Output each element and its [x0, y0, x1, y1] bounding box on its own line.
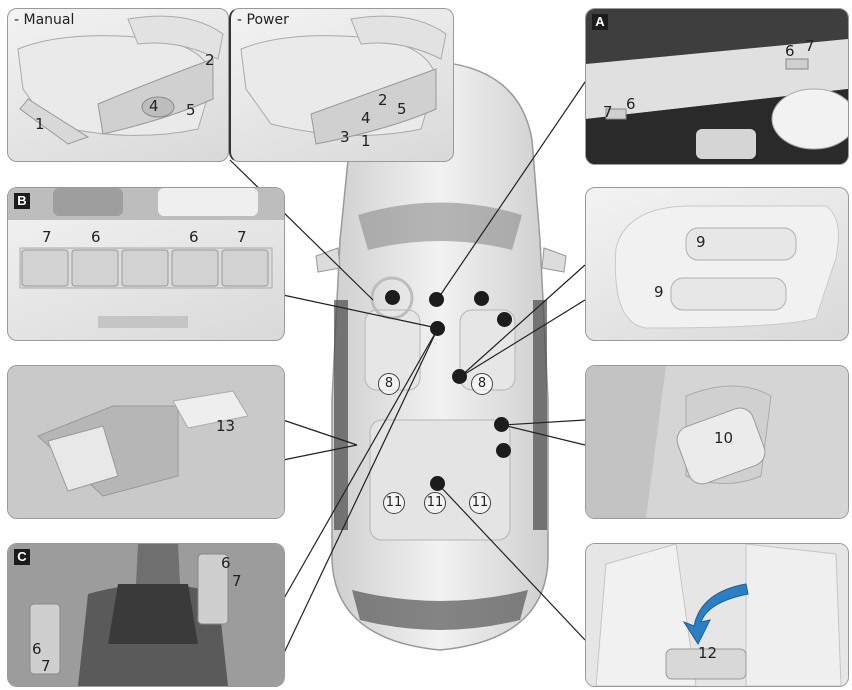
callout-6: 6	[626, 97, 636, 112]
panel-tag-b: B	[14, 193, 30, 209]
line-handle	[503, 420, 585, 425]
panel-title-power: - Power	[237, 12, 289, 28]
callout-4: 4	[149, 99, 159, 114]
line-handle-2	[503, 425, 585, 445]
marker-dot	[497, 312, 512, 327]
callout-5: 5	[186, 103, 196, 118]
marker-dot	[430, 476, 445, 491]
callout-2: 2	[378, 93, 388, 108]
marker-dot	[474, 291, 489, 306]
callout-7: 7	[42, 230, 52, 245]
panel-a-center-console: A 6 7 7 6	[585, 8, 849, 165]
window-switch-illustration	[8, 366, 284, 518]
panel-power-seat: - Power 1 2 3 4 5	[229, 8, 454, 162]
armrest-illustration	[586, 544, 848, 686]
callout-7: 7	[232, 574, 242, 589]
callout-3: 3	[340, 130, 350, 145]
marker-dot	[494, 417, 509, 432]
marker-dot	[429, 292, 444, 307]
callout-8: 8	[471, 373, 493, 395]
panel-manual-seat: - Manual 1 2 4 5	[7, 8, 229, 162]
marker-dot	[496, 443, 511, 458]
callout-5: 5	[397, 102, 407, 117]
marker-dot	[430, 321, 445, 336]
callout-10: 10	[714, 431, 733, 446]
callout-8: 8	[378, 373, 400, 395]
seat-switches-illustration	[586, 188, 848, 340]
panel-window-switch: 13	[7, 365, 285, 519]
line-vent-2	[460, 300, 585, 377]
callout-9: 9	[654, 285, 664, 300]
marker-dot	[385, 290, 400, 305]
callout-1: 1	[361, 134, 371, 149]
callout-6: 6	[189, 230, 199, 245]
panel-tag-a: A	[592, 14, 608, 30]
callout-11: 11	[424, 492, 446, 514]
callout-7: 7	[237, 230, 247, 245]
panel-rear-armrest: 12	[585, 543, 849, 687]
callout-11: 11	[383, 492, 405, 514]
callout-7: 7	[805, 39, 815, 54]
panel-seat-switches: 9 9	[585, 187, 849, 341]
line-c	[283, 330, 437, 655]
line-vent	[460, 265, 585, 377]
line-a	[437, 60, 600, 300]
panel-title-manual: - Manual	[14, 12, 74, 28]
callout-1: 1	[35, 117, 45, 132]
callout-7: 7	[41, 659, 51, 674]
manual-seat-illustration	[8, 9, 228, 161]
line-c-2	[283, 330, 437, 600]
line-armrest	[438, 484, 585, 640]
callout-2: 2	[205, 53, 215, 68]
callout-6: 6	[32, 642, 42, 657]
panel-b-overhead-controls: B 7 6 6 7	[7, 187, 285, 341]
callout-11: 11	[469, 492, 491, 514]
callout-6: 6	[785, 44, 795, 59]
line-window	[283, 420, 357, 445]
callout-7: 7	[603, 105, 613, 120]
panel-c-gear-console: C 6 7 6 7	[7, 543, 285, 687]
callout-6: 6	[221, 556, 231, 571]
callout-13: 13	[216, 419, 235, 434]
callout-12: 12	[698, 646, 717, 661]
line-b	[283, 295, 437, 328]
console-a-illustration	[586, 9, 848, 164]
panel-seat-handle: 10	[585, 365, 849, 519]
panel-tag-c: C	[14, 549, 30, 565]
line-window-2	[283, 445, 357, 460]
callout-9: 9	[696, 235, 706, 250]
overhead-b-illustration	[8, 188, 284, 340]
callout-6: 6	[91, 230, 101, 245]
marker-dot	[452, 369, 467, 384]
callout-4: 4	[361, 111, 371, 126]
